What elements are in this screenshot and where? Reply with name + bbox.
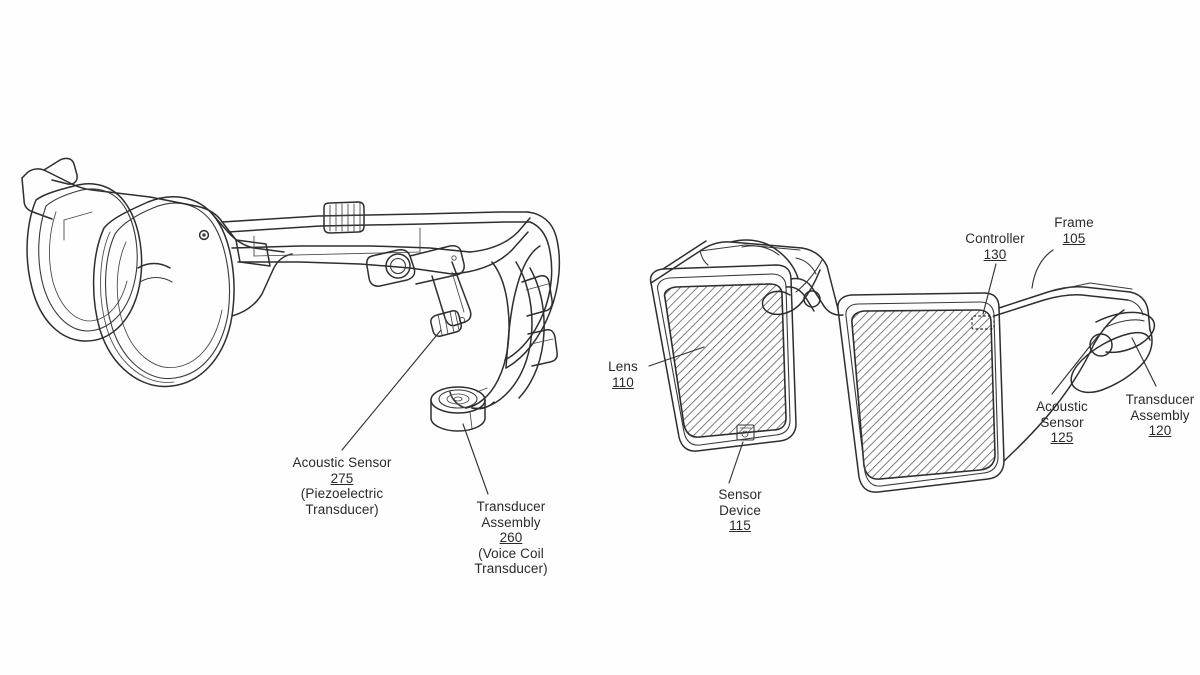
left-eyewear-drawing <box>21 157 561 495</box>
reference-number: 115 <box>729 518 751 533</box>
callout-line: Acoustic Sensor <box>292 455 392 470</box>
callout-line: Transducer <box>1125 392 1195 407</box>
reference-number: 130 <box>983 246 1007 262</box>
leader-frame-105 <box>1031 249 1054 289</box>
leader-transducer-assembly-260 <box>462 423 489 495</box>
callout-line: (Voice Coil <box>478 545 544 561</box>
leader-lens-110 <box>648 346 705 367</box>
callout-lens-110: Lens 110 <box>584 359 662 390</box>
callout-transducer-assembly-260: Transducer Assembly 260 (Voice Coil Tran… <box>400 499 622 577</box>
leader-transducer-assembly-120 <box>1131 337 1157 387</box>
reference-number: 275 <box>330 470 354 486</box>
callout-line: Transducer) <box>305 501 379 517</box>
callout-line: Device <box>719 502 761 518</box>
right-eyewear-drawing <box>648 239 1157 493</box>
callout-acoustic-sensor-275: Acoustic Sensor 275 (Piezoelectric Trans… <box>216 455 468 517</box>
callout-line: Lens <box>608 359 638 374</box>
callout-sensor-device-115: Sensor Device 115 <box>668 487 812 534</box>
callout-line: Controller <box>965 231 1025 246</box>
callout-acoustic-sensor-125: Acoustic Sensor 125 <box>1000 399 1124 446</box>
leader-sensor-device-115 <box>728 441 744 484</box>
leader-acoustic-sensor-275 <box>341 329 442 451</box>
callout-line: Transducer <box>476 499 546 514</box>
callout-line: (Piezoelectric <box>300 486 384 501</box>
callout-frame-105: Frame 105 <box>1018 215 1130 246</box>
leader-controller-130 <box>982 263 997 315</box>
callout-line: Frame <box>1054 215 1094 230</box>
reference-number: 105 <box>1062 230 1086 246</box>
callout-line: Sensor <box>1040 414 1084 430</box>
reference-number: 260 <box>499 530 523 545</box>
reference-number: 110 <box>612 374 634 390</box>
leader-acoustic-sensor-125 <box>1051 335 1099 395</box>
lens-right-hatch <box>851 310 995 480</box>
callout-line: Sensor <box>718 487 762 502</box>
callout-line: Assembly <box>481 514 541 530</box>
sensor-device-box <box>736 424 755 441</box>
callout-transducer-assembly-120: Transducer Assembly 120 <box>1104 392 1200 439</box>
reference-number: 125 <box>1050 430 1074 445</box>
controller-dashed-box <box>971 315 995 330</box>
callout-line: Acoustic <box>1036 399 1088 414</box>
reference-number: 120 <box>1148 423 1172 438</box>
lens-left-hatch <box>664 284 786 438</box>
callout-line: Transducer) <box>474 561 548 576</box>
callout-line: Assembly <box>1130 407 1190 423</box>
callout-controller-130: Controller 130 <box>922 231 1068 262</box>
